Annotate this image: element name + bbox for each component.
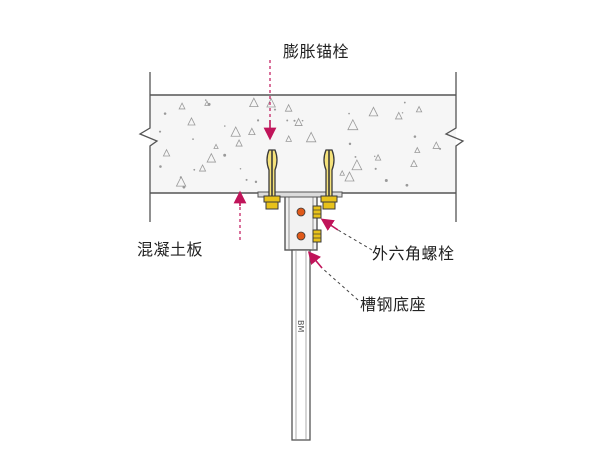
expansion-bolt-left	[263, 149, 281, 210]
aggregate-stone	[414, 146, 421, 153]
aggregate-dot	[401, 112, 404, 114]
hex-bolt-upper	[296, 205, 322, 219]
aggregate-stone	[230, 126, 241, 137]
aggregate-stone	[248, 97, 259, 108]
aggregate-stone	[374, 153, 382, 161]
aggregate-dot	[223, 125, 226, 127]
aggregate-stone	[204, 100, 210, 106]
leader-channel-base	[307, 251, 359, 301]
aggregate-dot	[293, 119, 296, 122]
aggregate-stone	[187, 117, 196, 126]
label-concrete-slab: 混凝土板	[137, 240, 204, 259]
aggregate-stone	[351, 159, 363, 171]
aggregate-dot	[374, 155, 376, 158]
aggregate-stone	[206, 152, 217, 163]
label-channel-base: 槽钢底座	[360, 295, 427, 314]
aggregate-stone	[339, 169, 346, 176]
aggregate-stone	[294, 117, 303, 126]
label-hex-bolt: 外六角螺栓	[372, 244, 455, 263]
aggregate-stone	[248, 127, 256, 136]
aggregate-dot	[301, 119, 304, 122]
aggregate-dot	[413, 135, 417, 138]
aggregate-dot	[192, 138, 194, 140]
aggregate-stone	[284, 103, 293, 112]
aggregate-stone	[213, 143, 219, 149]
aggregate-stone	[410, 159, 418, 168]
aggregate-stone	[285, 135, 293, 142]
aggregate-stone	[175, 175, 187, 187]
aggregate-dot	[405, 183, 409, 187]
aggregate-stone	[266, 97, 276, 108]
aggregate-dot	[193, 168, 196, 171]
aggregate-stone	[415, 105, 423, 113]
aggregate-dot	[384, 179, 388, 182]
aggregate-dot	[256, 119, 260, 122]
channel-steel-base	[257, 191, 343, 251]
aggregate-stone	[162, 148, 171, 157]
aggregate-dot	[374, 167, 377, 170]
concrete-slab	[138, 72, 465, 222]
aggregate-dot	[245, 178, 248, 181]
aggregate-stone	[305, 131, 317, 143]
aggregate-dot	[354, 155, 357, 158]
label-expansion-bolt: 膨胀锚栓	[283, 42, 350, 61]
aggregate-stone	[394, 111, 403, 120]
aggregate-dot	[159, 165, 162, 168]
concrete-aggregate	[158, 97, 442, 189]
aggregate-dot	[348, 112, 350, 115]
aggregate-dot	[286, 119, 289, 122]
aggregate-dot	[182, 185, 186, 189]
aggregate-stone	[344, 171, 355, 182]
aggregate-dot	[239, 167, 242, 170]
aggregate-dot	[158, 130, 162, 133]
hex-bolt-lower	[296, 229, 322, 243]
aggregate-dot	[223, 153, 227, 157]
aggregate-dot	[204, 99, 207, 101]
column-text: BM	[296, 320, 305, 332]
aggregate-dot	[273, 108, 277, 111]
aggregate-stone	[198, 164, 207, 172]
aggregate-dot	[254, 180, 258, 184]
aggregate-dot	[403, 101, 406, 104]
aggregate-dot	[163, 112, 167, 115]
aggregate-stone	[347, 118, 359, 131]
steel-column	[291, 249, 311, 441]
aggregate-stone	[432, 141, 441, 149]
expansion-bolt-right	[320, 149, 338, 210]
leader-hex-bolt	[320, 218, 373, 251]
aggregate-stone	[368, 106, 379, 117]
aggregate-stone	[178, 102, 186, 110]
aggregate-stone	[235, 139, 243, 147]
aggregate-dot	[348, 142, 352, 146]
